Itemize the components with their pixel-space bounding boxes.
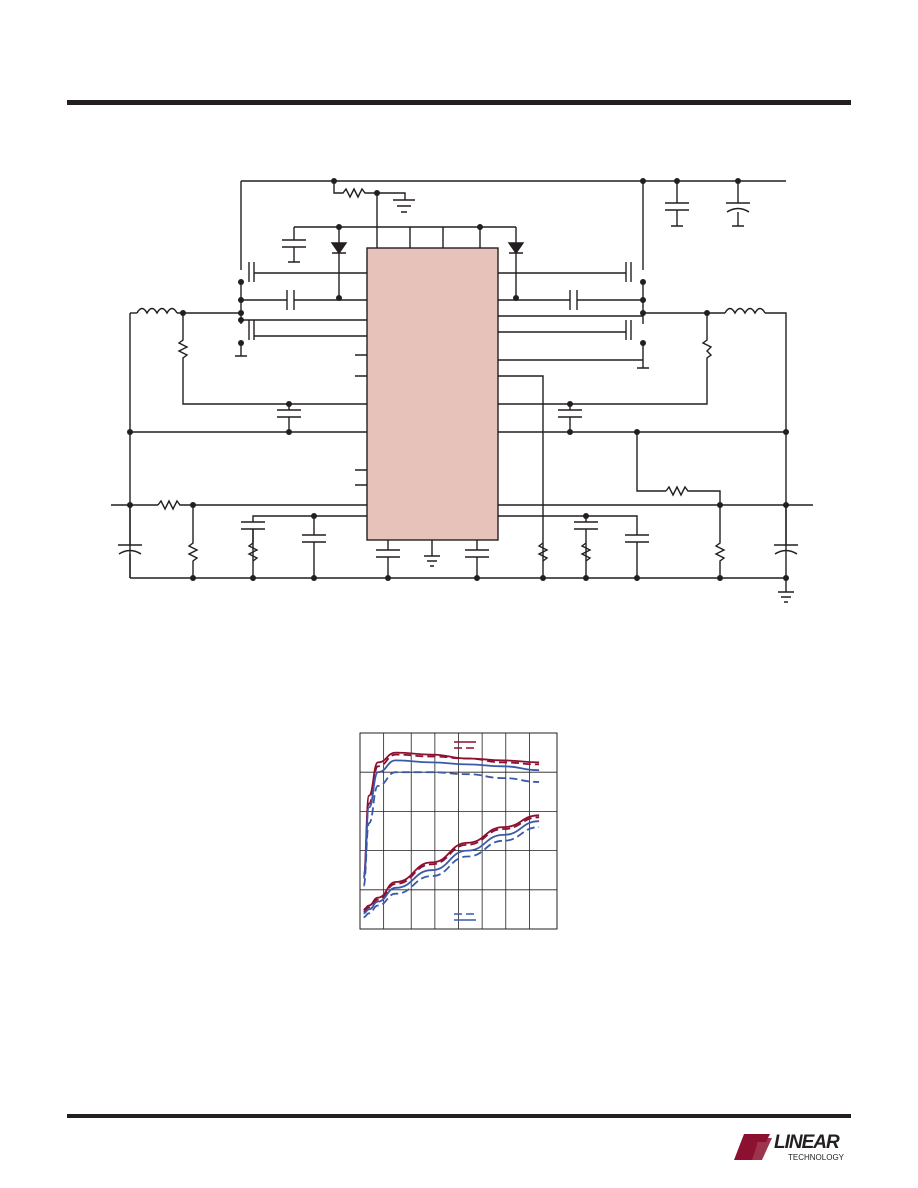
- mosfet-icon: [498, 313, 649, 369]
- series-line-0: [362, 751, 540, 875]
- inductor-icon: [136, 307, 178, 315]
- resistor-icon: [247, 529, 259, 562]
- diode-icon: [507, 227, 525, 298]
- resistor-icon: [580, 542, 592, 562]
- efficiency-chart: [359, 732, 558, 930]
- resistor-icon: [177, 313, 367, 405]
- diode-icon: [330, 227, 348, 298]
- resistor-icon: [187, 505, 199, 578]
- inductor-icon: [724, 307, 766, 315]
- series-line-3: [362, 771, 540, 887]
- chart-legend: [454, 741, 476, 921]
- capacitor-icon: [465, 540, 489, 578]
- resistor-icon: [537, 542, 549, 562]
- capacitor-icon: [277, 404, 301, 432]
- logo-word: LINEAR: [774, 1132, 840, 1153]
- series-line-4: [363, 814, 540, 911]
- capacitor-icon: [774, 505, 798, 555]
- resistor-icon: [157, 499, 367, 511]
- resistor-icon: [333, 181, 406, 200]
- resistor-icon: [714, 505, 726, 578]
- bottom-rule: [67, 1114, 851, 1118]
- series-line-5: [363, 816, 540, 913]
- ic-block: [366, 247, 499, 541]
- ground-icon: [424, 540, 440, 567]
- capacitor-icon: [376, 540, 400, 578]
- lt-logo-icon: LINEAR TECHNOLOGY: [734, 1132, 845, 1162]
- ground-icon: [393, 199, 415, 213]
- chart-series: [362, 751, 540, 919]
- top-rule: [67, 100, 851, 105]
- logo-subword: TECHNOLOGY: [788, 1153, 845, 1162]
- series-line-1: [362, 753, 540, 879]
- series-line-6: [363, 820, 540, 915]
- capacitor-icon: [118, 505, 142, 578]
- resistor-icon: [665, 485, 721, 505]
- capacitor-icon: [665, 181, 689, 227]
- resistor-icon: [498, 313, 713, 405]
- capacitor-icon: [558, 404, 582, 432]
- chart-grid: [359, 732, 558, 930]
- mosfet-icon: [240, 258, 367, 313]
- series-line-7: [363, 826, 540, 919]
- circuit-schematic: [111, 178, 813, 603]
- capacitor-icon: [726, 181, 750, 227]
- series-line-2: [362, 759, 540, 879]
- mosfet-icon: [498, 258, 644, 313]
